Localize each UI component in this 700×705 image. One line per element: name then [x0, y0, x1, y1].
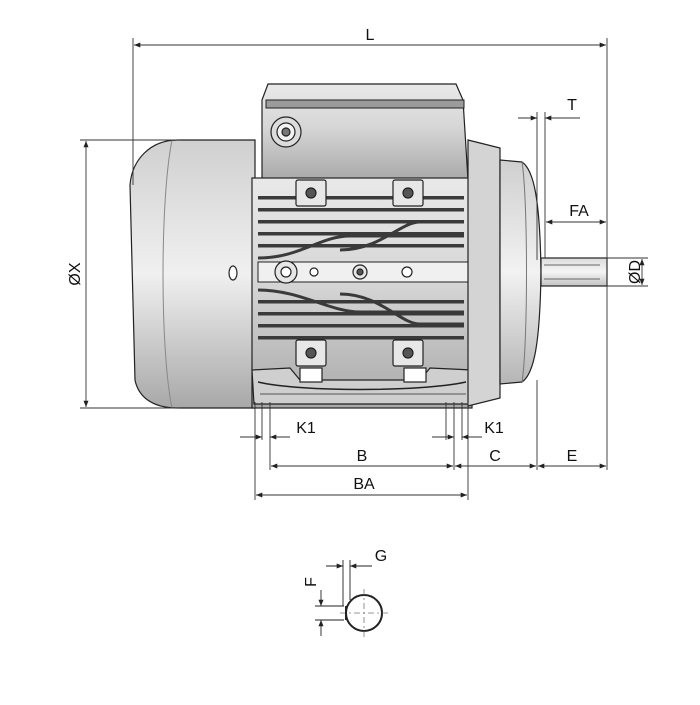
bottom-lugs — [295, 339, 424, 367]
label-G: G — [375, 548, 387, 565]
dimension-lines — [80, 38, 648, 500]
label-D: ØD — [627, 260, 644, 284]
label-FA: FA — [569, 203, 589, 220]
label-B: B — [357, 448, 368, 465]
flange-spigot — [499, 159, 542, 385]
label-F: F — [303, 577, 320, 587]
label-T: T — [567, 97, 577, 114]
shaft-keyway-detail — [315, 560, 388, 637]
drive-end-shield — [467, 139, 501, 407]
fan-cover-slot — [228, 265, 238, 281]
motor-feet — [251, 367, 473, 405]
label-L: L — [366, 27, 375, 44]
label-E: E — [567, 448, 578, 465]
label-K1-right: K1 — [484, 420, 504, 437]
label-X: ØX — [67, 262, 84, 285]
motor-side-view — [129, 83, 608, 409]
dimension-labels: L T FA ØD ØX K1 K1 B C E BA G F — [67, 27, 644, 587]
label-K1-left: K1 — [296, 420, 316, 437]
top-lugs — [295, 179, 424, 207]
shaft — [540, 257, 608, 287]
label-BA: BA — [353, 476, 375, 493]
label-C: C — [489, 448, 501, 465]
